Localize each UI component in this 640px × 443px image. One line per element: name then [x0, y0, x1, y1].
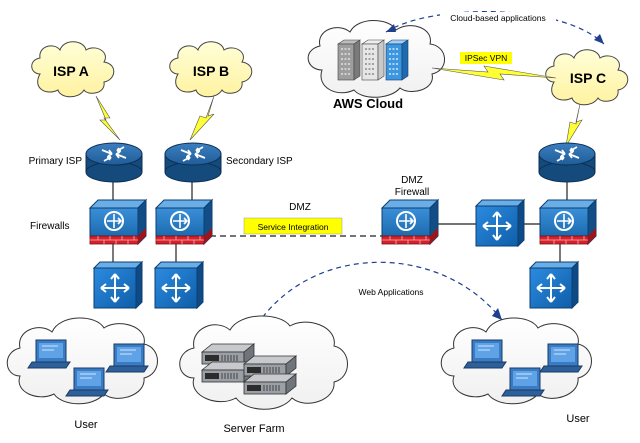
isp-b-cloud-icon: ISP B: [169, 41, 253, 98]
server-icon: [243, 355, 297, 377]
aws-building-icon: [337, 39, 361, 81]
firewalls-label: Firewalls: [30, 221, 69, 232]
user-right-label: User: [566, 413, 590, 425]
ipsec-vpn-link: IPSec VPN: [431, 52, 557, 81]
secondary-isp-label: Secondary ISP: [226, 156, 293, 167]
isp-c-label: ISP C: [570, 70, 606, 86]
isp-c-router-icon: [538, 142, 596, 183]
isp-c-firewall-icon: [539, 199, 597, 245]
isp-a-label: ISP A: [53, 63, 89, 79]
isp-a-cloud-icon: ISP A: [31, 41, 115, 98]
secondary-isp-router-icon: [164, 142, 222, 183]
isp-c-cloud-icon: ISP C: [545, 49, 629, 106]
lightning-bolt-icon: [189, 95, 215, 141]
dmz-firewall-label-line1: DMZ: [401, 175, 423, 186]
server-icon: [243, 373, 297, 395]
isp-b-label: ISP B: [193, 63, 229, 79]
dmz-firewall-icon: [381, 199, 439, 245]
dmz-label: DMZ: [289, 202, 311, 213]
dmz-link: DMZ Service Integration: [210, 202, 384, 237]
service-integration-label: Service Integration: [258, 222, 329, 232]
server-farm-cloud-icon: Server Farm: [179, 315, 348, 435]
aws-building-icon: [385, 39, 409, 81]
user-left-label: User: [74, 419, 98, 431]
cloud-applications-link: Cloud-based applications: [385, 11, 605, 45]
secondary-switch-icon: [154, 261, 204, 309]
primary-firewall-icon: [89, 199, 147, 245]
server-icon: [201, 343, 255, 365]
lightning-bolt-icon: [95, 95, 121, 141]
web-applications-label: Web Applications: [358, 287, 423, 297]
aws-cloud-label: AWS Cloud: [333, 96, 403, 111]
lightning-bolt-icon: [565, 103, 583, 147]
aws-cloud-icon: AWS Cloud: [307, 20, 445, 111]
secondary-firewall-icon: [155, 199, 213, 245]
primary-isp-label: Primary ISP: [29, 156, 83, 167]
user-cloud-left-icon: User: [6, 317, 158, 431]
dmz-switch-icon: [475, 199, 525, 247]
user-cloud-right-icon: User: [440, 317, 592, 425]
server-farm-label: Server Farm: [223, 423, 284, 435]
aws-building-icon: [361, 39, 385, 81]
primary-isp-router-icon: [85, 142, 143, 183]
ipsec-vpn-label: IPSec VPN: [465, 53, 508, 63]
cloud-applications-label: Cloud-based applications: [450, 13, 545, 23]
isp-c-switch-icon: [529, 261, 579, 309]
primary-switch-icon: [93, 261, 143, 309]
dmz-firewall-label-line2: Firewall: [395, 187, 429, 198]
